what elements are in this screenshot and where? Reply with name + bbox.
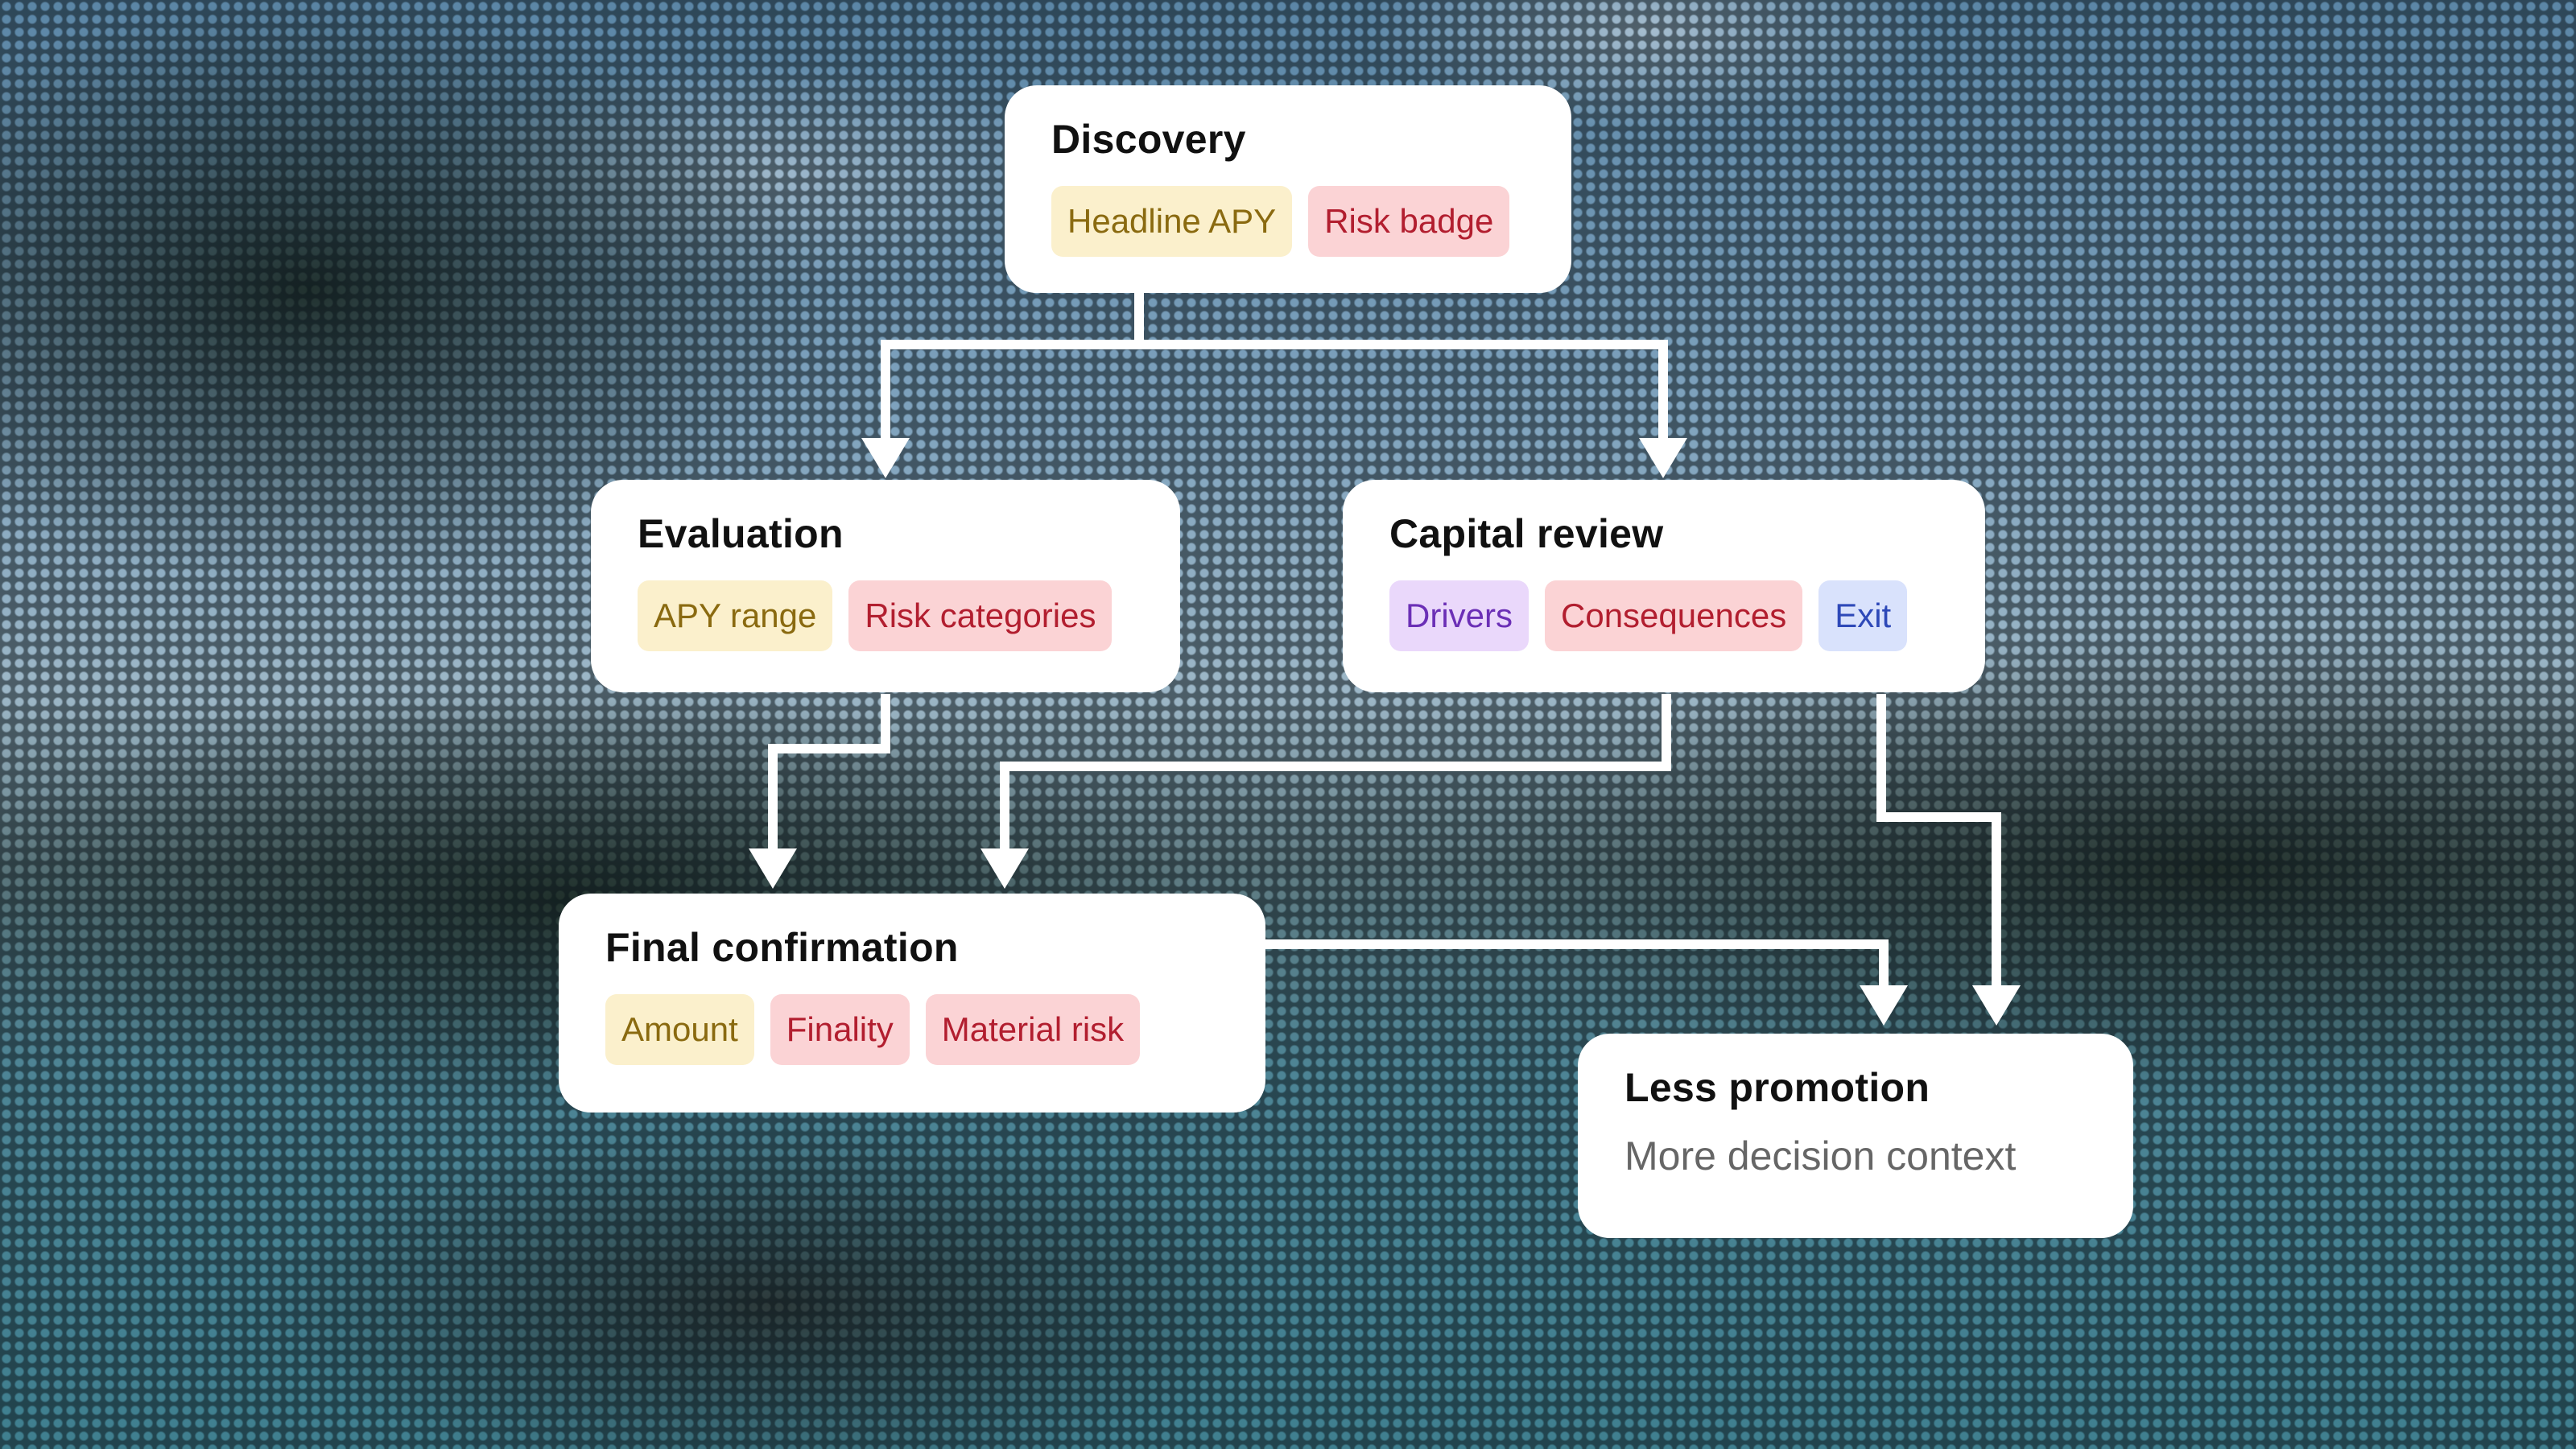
tag-row: APY range Risk categories	[638, 580, 1135, 651]
node-title: Discovery	[1051, 117, 1246, 162]
arrowhead-to-less-promotion-left	[1860, 985, 1908, 1026]
node-title: Less promotion	[1624, 1065, 1930, 1110]
tag-row: Headline APY Risk badge	[1051, 186, 1526, 257]
tag-apy-range: APY range	[638, 580, 833, 651]
arrowhead-to-final-confirmation-right	[980, 848, 1029, 889]
node-title: Capital review	[1389, 511, 1664, 556]
connector-discovery-capital-review	[1139, 340, 1668, 444]
tag-exit: Exit	[1818, 580, 1908, 651]
arrowhead-to-evaluation	[861, 438, 910, 478]
arrowhead-to-capital-review	[1639, 438, 1687, 478]
tag-row: Amount Finality Material risk	[605, 994, 1220, 1065]
tag-consequences: Consequences	[1545, 580, 1803, 651]
tag-risk-categories: Risk categories	[848, 580, 1113, 651]
connector-capital-review-final-confirmation	[1000, 694, 1671, 855]
node-less-promotion[interactable]: Less promotion More decision context	[1578, 1034, 2133, 1238]
node-title: Evaluation	[638, 511, 844, 556]
tag-drivers: Drivers	[1389, 580, 1529, 651]
tag-headline-apy: Headline APY	[1051, 186, 1293, 257]
connector-capital-review-less-promotion	[1876, 694, 2001, 992]
connector-final-confirmation-less-promotion	[1264, 939, 1889, 992]
tag-finality: Finality	[770, 994, 910, 1065]
connector-discovery-evaluation	[881, 290, 1144, 444]
arrowhead-to-final-confirmation-left	[749, 848, 797, 889]
node-capital-review[interactable]: Capital review Drivers Consequences Exit	[1343, 480, 1985, 692]
tag-risk-badge: Risk badge	[1308, 186, 1510, 257]
tag-amount: Amount	[605, 994, 754, 1065]
arrowhead-to-less-promotion-right	[1972, 985, 2021, 1026]
node-evaluation[interactable]: Evaluation APY range Risk categories	[591, 480, 1180, 692]
node-final-confirmation[interactable]: Final confirmation Amount Finality Mater…	[559, 894, 1265, 1113]
connector-evaluation-final-confirmation	[768, 694, 890, 855]
node-title: Final confirmation	[605, 925, 959, 970]
node-subtitle: More decision context	[1624, 1133, 2017, 1179]
node-discovery[interactable]: Discovery Headline APY Risk badge	[1005, 85, 1571, 293]
tag-material-risk: Material risk	[925, 994, 1141, 1065]
tag-row: Drivers Consequences Exit	[1389, 580, 1940, 651]
